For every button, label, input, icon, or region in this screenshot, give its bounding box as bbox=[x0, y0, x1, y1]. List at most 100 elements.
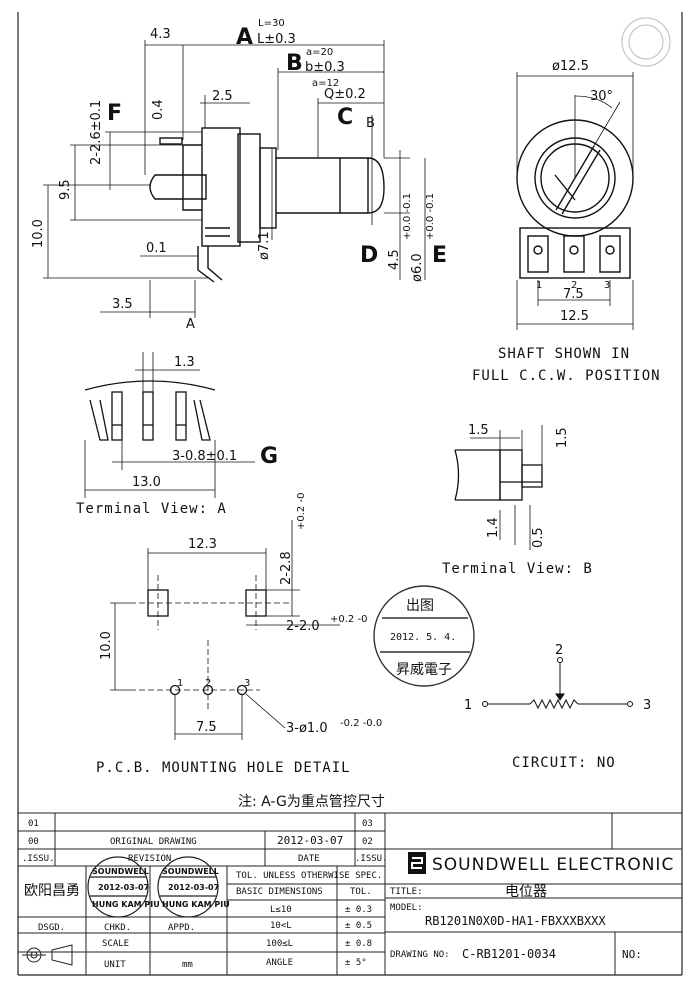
tol-value-4: ± 5° bbox=[345, 958, 367, 968]
angle-30: 30° bbox=[590, 89, 613, 104]
circuit-node-1: 1 bbox=[464, 698, 472, 713]
dim-6-0-tol: +0.0 -0.1 bbox=[425, 193, 436, 240]
tol-header: TOL. UNLESS OTHERWISE SPEC. bbox=[236, 871, 382, 881]
pin-3: 3 bbox=[604, 280, 610, 291]
pcb-dim-lines bbox=[130, 575, 290, 712]
dim-G-label: G bbox=[260, 444, 278, 469]
stamp-approved-bottom: HUNG KAM PIU bbox=[162, 900, 230, 909]
scale-label: SCALE bbox=[102, 939, 129, 949]
title-block-grid bbox=[18, 812, 682, 975]
terminal-view-a-dims bbox=[84, 352, 255, 498]
tol-range-2: 10<L bbox=[270, 921, 292, 931]
approval-stamp-checked bbox=[87, 856, 149, 918]
circuit-text: 1 2 3 CIRCUIT: NO bbox=[464, 643, 651, 771]
dim-7-1: ø7.1 bbox=[257, 231, 272, 260]
front-dim-lines bbox=[516, 72, 634, 330]
revision-header: REVISION bbox=[128, 854, 171, 864]
main-dim-text: 4.3 A L=30 L±0.3 B a=20 b±0.3 a=12 Q±0.2… bbox=[31, 18, 447, 332]
pcb-dim-2-8: 2-2.8 bbox=[279, 551, 294, 585]
dim-3-5: 3.5 bbox=[112, 297, 133, 312]
appd-label: APPD. bbox=[168, 923, 195, 933]
stamp-checked-top: SOUNDWELL bbox=[92, 867, 149, 876]
dim-4-5-tol: +0.0 -0.1 bbox=[402, 193, 413, 240]
dim-1-5-right: 1.5 bbox=[555, 427, 570, 448]
dim-0-5: 0.5 bbox=[531, 527, 546, 548]
stamp-checked-date: 2012-03-07 bbox=[98, 883, 149, 892]
dim-B-value: b±0.3 bbox=[305, 60, 345, 75]
sheet-border bbox=[17, 12, 683, 976]
tol-col-header: TOL. bbox=[350, 887, 372, 897]
dim-12-5-bottom: 12.5 bbox=[560, 309, 589, 324]
dim-0-4: 0.4 bbox=[151, 99, 166, 120]
tol-range-3: 100≤L bbox=[266, 939, 293, 949]
brand-name: SOUNDWELL ELECTRONIC bbox=[432, 855, 674, 875]
stamp-line1: 出图 bbox=[406, 598, 434, 614]
dim-4-5: 4.5 bbox=[387, 249, 402, 270]
dim-B-note: a=20 bbox=[306, 47, 333, 58]
dim-2-5: 2.5 bbox=[212, 89, 233, 104]
tol-value-1: ± 0.3 bbox=[345, 905, 372, 915]
no-label: NO: bbox=[622, 948, 642, 961]
stamp-line3: 昇威電子 bbox=[396, 662, 452, 678]
pcb-dim-10-0: 10.0 bbox=[99, 631, 114, 660]
tol-range-4: ANGLE bbox=[266, 958, 293, 968]
dsgd-label: DSGD. bbox=[38, 923, 65, 933]
dim-4-3: 4.3 bbox=[150, 27, 171, 42]
approval-stamp-checked-text: SOUNDWELL 2012-03-07 HUNG KAM PIU bbox=[92, 867, 160, 909]
stamp-date: 2012. 5. 4. bbox=[390, 632, 456, 643]
front-caption-line2: FULL C.C.W. POSITION bbox=[472, 368, 661, 384]
approval-stamp-approved-text: SOUNDWELL 2012-03-07 HUNG KAM PIU bbox=[162, 867, 230, 909]
pin-1: 1 bbox=[536, 280, 542, 291]
terminal-view-b bbox=[454, 449, 543, 501]
control-note: 注: A-G为重点管控尺寸 bbox=[238, 794, 385, 810]
pcb-dim-2-0-tol: +0.2 -0 bbox=[330, 614, 367, 625]
terminal-view-a-text: 1.3 3-0.8±0.1 G 13.0 Terminal View: A bbox=[76, 355, 278, 517]
dim-A-label: A bbox=[236, 25, 253, 50]
drawing-no-value: C-RB1201-0034 bbox=[462, 947, 556, 961]
dim-1-4: 1.4 bbox=[486, 517, 501, 538]
dim-7-5: 7.5 bbox=[563, 287, 584, 302]
terminal-view-b-dims bbox=[470, 425, 543, 550]
tol-value-2: ± 0.5 bbox=[345, 921, 372, 931]
circuit-node-3: 3 bbox=[643, 698, 651, 713]
dim-10-0: 10.0 bbox=[31, 219, 46, 248]
pcb-dim-hole-tol: -0.2 -0.0 bbox=[340, 718, 382, 729]
unit-label: UNIT bbox=[104, 960, 126, 970]
dim-C-note: a=12 bbox=[312, 78, 339, 89]
terminal-view-a bbox=[84, 380, 216, 441]
terminal-view-b-caption: Terminal View: B bbox=[442, 561, 593, 577]
tol-value-3: ± 0.8 bbox=[345, 939, 372, 949]
rev-row-2-left: 00 bbox=[28, 837, 39, 847]
rev-row-1-left: 01 bbox=[28, 819, 39, 829]
dim-C-value: Q±0.2 bbox=[324, 87, 366, 102]
pcb-dim-2-8-tol: +0.2 -0 bbox=[296, 493, 307, 530]
dim-2-6: 2-2.6±0.1 bbox=[89, 100, 104, 165]
terminal-view-a-caption: Terminal View: A bbox=[76, 501, 227, 517]
circuit-diagram bbox=[482, 657, 633, 710]
rev-row-2-date: 2012-03-07 bbox=[277, 834, 343, 847]
dim-D-label: D bbox=[360, 243, 378, 268]
circuit-label: CIRCUIT: NO bbox=[512, 755, 616, 771]
front-text: ø12.5 30° 1 2 3 7.5 12.5 SHAFT SHOWN IN … bbox=[472, 59, 661, 384]
circuit-node-2: 2 bbox=[555, 643, 563, 658]
model-label: MODEL: bbox=[390, 903, 423, 913]
pcb-caption: P.C.B. MOUNTING HOLE DETAIL bbox=[96, 760, 351, 776]
basic-dims-header: BASIC DIMENSIONS bbox=[236, 887, 323, 897]
view-mark-A: A bbox=[186, 317, 195, 332]
dim-9-5: 9.5 bbox=[58, 179, 73, 200]
dim-B-label: B bbox=[286, 51, 303, 76]
main-side-view bbox=[149, 127, 385, 283]
main-dim-lines bbox=[43, 40, 426, 318]
dim-A-note: L=30 bbox=[258, 18, 285, 29]
stamp-approved-top: SOUNDWELL bbox=[162, 867, 219, 876]
front-caption-line1: SHAFT SHOWN IN bbox=[498, 346, 630, 362]
dim-1-5-left: 1.5 bbox=[468, 423, 489, 438]
release-stamp-text: 出图 2012. 5. 4. 昇威電子 bbox=[390, 598, 456, 678]
pin-2: 2 bbox=[571, 280, 577, 291]
model-value: RB1201N0X0D-HA1-FBXXXBXXX bbox=[425, 914, 606, 928]
issu-right-header: .ISSU. bbox=[355, 854, 388, 864]
view-mark-B: B bbox=[366, 116, 375, 131]
pcb-hole-1: 1 bbox=[177, 678, 183, 689]
title-value: 电位器 bbox=[505, 884, 547, 900]
